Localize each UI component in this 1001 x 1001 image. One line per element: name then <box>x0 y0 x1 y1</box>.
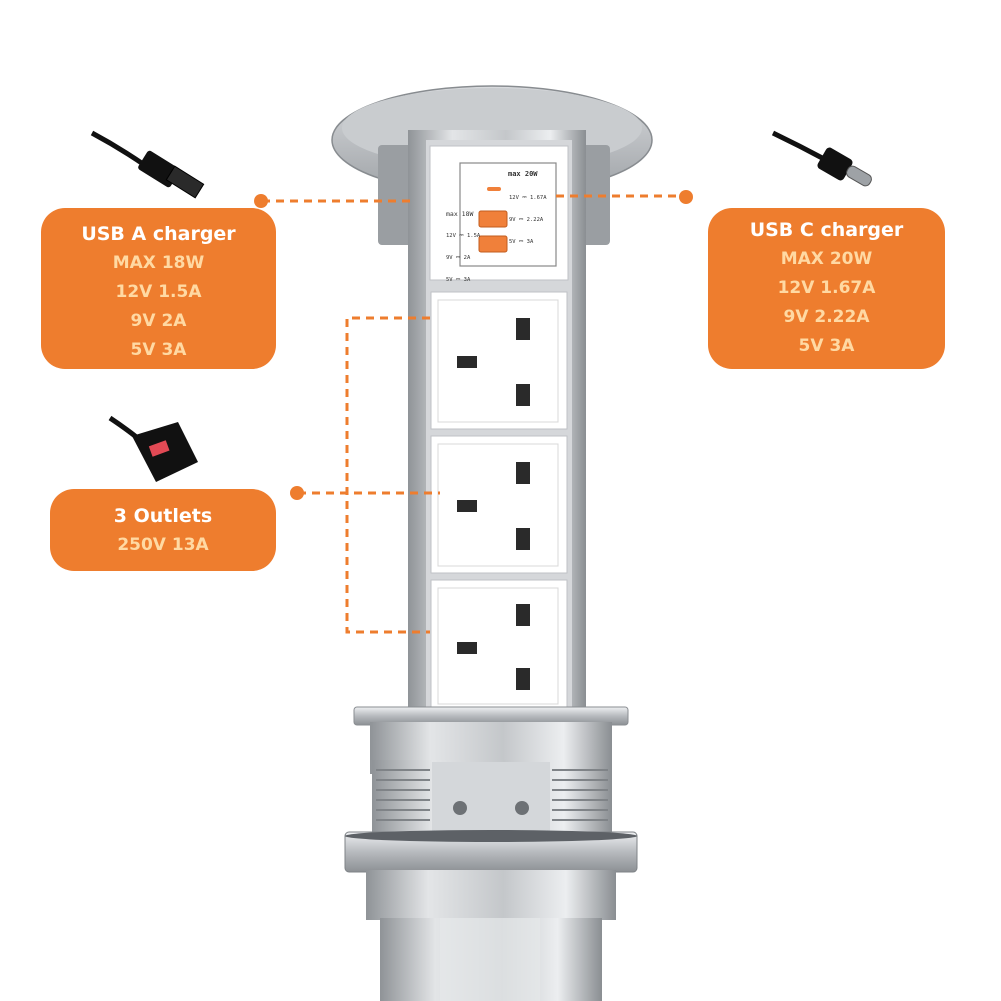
usb-c-max-print: max 20W <box>508 170 538 178</box>
callout-spec: 12V 1.5A <box>115 282 202 302</box>
usb-c-cable-icon <box>771 130 872 187</box>
callout-title: USB A charger <box>81 223 236 245</box>
leader-dot <box>254 194 268 208</box>
screw-icon <box>453 801 467 815</box>
callout-spec: 12V 1.67A <box>777 278 876 298</box>
usb-panel <box>429 145 569 281</box>
usb-a-print-line: 12V ⎓ 1.5A <box>446 232 481 239</box>
usb-c-print-lines: 12V ⎓ 1.67A 9V ⎓ 2.22A 5V ⎓ 3A <box>509 180 547 261</box>
usb-c-callout: USB C charger MAX 20W 12V 1.67A 9V 2.22A… <box>708 208 945 369</box>
screw-icon <box>515 801 529 815</box>
socket-outlet <box>430 435 568 574</box>
callout-spec: 250V 13A <box>117 535 209 555</box>
callout-spec: MAX 20W <box>780 249 873 269</box>
leader-dot <box>290 486 304 500</box>
usb-a-port <box>478 210 508 228</box>
usb-a-callout: USB A charger MAX 18W 12V 1.5A 9V 2A 5V … <box>41 208 276 369</box>
callout-title: USB C charger <box>749 219 904 241</box>
callout-spec: 5V 3A <box>798 336 855 356</box>
usb-a-print-line: 9V ⎓ 2A <box>446 255 471 262</box>
callout-title: 3 Outlets <box>113 505 213 527</box>
usb-c-print-line: 9V ⎓ 2.22A <box>509 217 544 224</box>
usb-a-print-line: 5V ⎓ 3A <box>446 277 471 284</box>
socket-outlet <box>430 579 568 711</box>
callout-spec: 5V 3A <box>130 340 187 360</box>
usb-a-port <box>478 235 508 253</box>
uk-plug-icon <box>108 415 198 482</box>
callout-spec: 9V 2A <box>130 311 187 331</box>
usb-c-print-line: 12V ⎓ 1.67A <box>509 194 547 201</box>
callout-spec: 9V 2.22A <box>783 307 870 327</box>
leader-lines <box>262 194 686 634</box>
usb-a-print-lines: 12V ⎓ 1.5A 9V ⎓ 2A 5V ⎓ 3A <box>446 218 480 299</box>
usb-c-port <box>487 187 501 191</box>
callout-spec: MAX 18W <box>112 253 205 273</box>
socket-outlet <box>430 291 568 430</box>
usb-c-print-line: 5V ⎓ 3A <box>509 239 534 246</box>
usb-a-cable-icon <box>90 130 205 199</box>
outlets-callout: 3 Outlets 250V 13A <box>50 489 276 571</box>
usb-a-max-print: max 18W <box>446 210 474 218</box>
leader-dot <box>679 190 693 204</box>
base-collar <box>344 706 638 1001</box>
